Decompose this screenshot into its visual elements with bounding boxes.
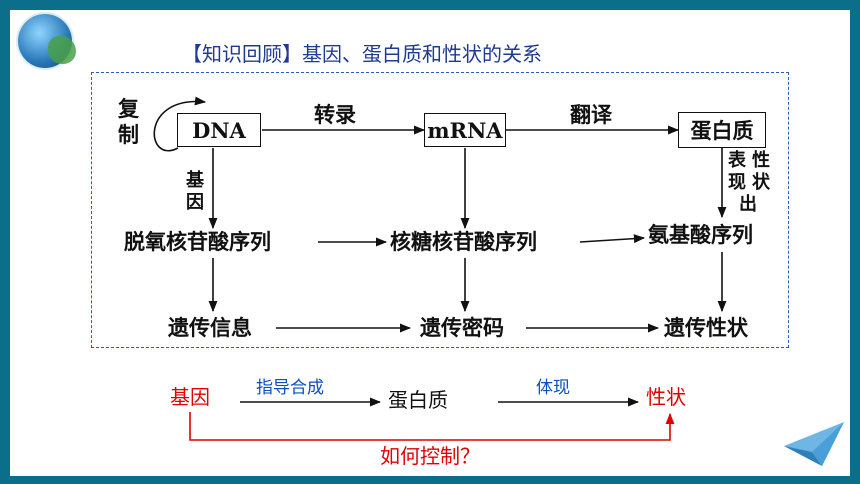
summary-gene-label: 基因 — [170, 385, 210, 409]
how-control-question: 如何控制？ — [380, 444, 480, 468]
dna-label: DNA — [192, 117, 246, 143]
gene-vertical-char-1: 基 — [186, 170, 204, 191]
translation-label: 翻译 — [570, 102, 612, 127]
gene-vertical-char-2: 因 — [186, 192, 204, 213]
summary-trait-label: 性状 — [646, 385, 686, 409]
genetic-info-label: 遗传信息 — [168, 315, 252, 340]
slide-canvas — [10, 10, 850, 476]
summary-protein-label: 蛋白质 — [388, 388, 448, 412]
frame-right-bar — [850, 0, 860, 484]
frame-bottom-bar — [0, 476, 860, 484]
trait-char-1: 性 — [752, 150, 770, 171]
replication-char-2: 制 — [118, 122, 139, 147]
deoxy-sequence-label: 脱氧核苷酸序列 — [124, 229, 271, 254]
frame-left-bar — [0, 0, 10, 484]
arrow-seq2-seq3 — [579, 234, 646, 244]
genetic-trait-label: 遗传性状 — [664, 315, 748, 340]
manifest-char-3: 出 — [739, 194, 757, 215]
mrna-label: mRNA — [427, 117, 503, 143]
manifest-char-2: 现 — [728, 172, 746, 193]
dna-box: DNA — [177, 113, 261, 147]
replication-loop-arrow — [153, 96, 207, 152]
mrna-box: mRNA — [424, 113, 506, 147]
replication-char-1: 复 — [118, 96, 139, 121]
protein-box: 蛋白质 — [678, 112, 766, 148]
arrow-gene-trait-red — [189, 412, 675, 441]
embody-label: 体现 — [536, 378, 570, 398]
guide-synthesis-label: 指导合成 — [256, 378, 324, 398]
manifest-char-1: 表 — [728, 150, 746, 171]
genetic-code-label: 遗传密码 — [420, 315, 504, 340]
paper-plane-icon — [784, 422, 844, 466]
ribo-sequence-label: 核糖核苷酸序列 — [390, 229, 537, 254]
slide-title: 【知识回顾】基因、蛋白质和性状的关系 — [182, 42, 542, 66]
trait-char-2: 状 — [752, 172, 770, 193]
frame-top-bar — [0, 0, 860, 10]
diagram-dashed-border — [91, 72, 789, 348]
transcription-label: 转录 — [314, 102, 356, 127]
protein-label: 蛋白质 — [690, 117, 754, 143]
globe-logo-icon — [18, 14, 76, 68]
amino-sequence-label: 氨基酸序列 — [648, 222, 753, 247]
